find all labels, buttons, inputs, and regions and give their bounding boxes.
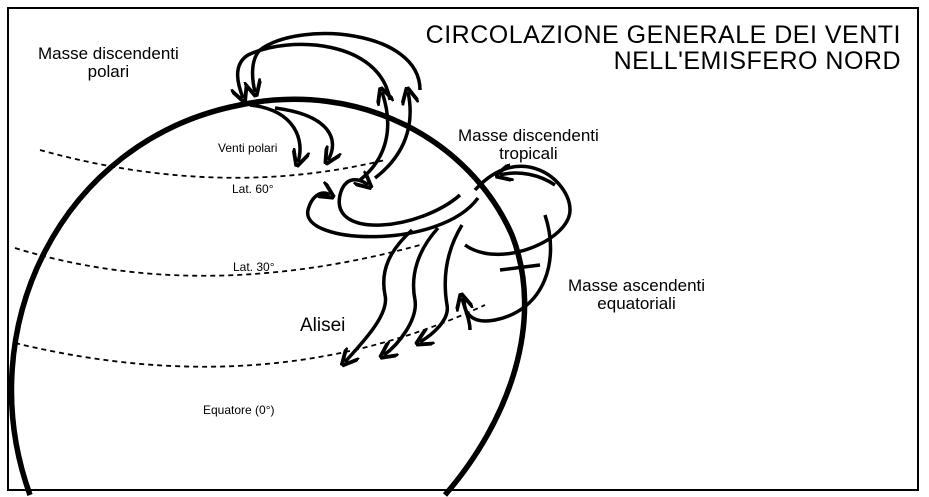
label-equatorial-ascending: Masse ascendenti equatoriali [568, 277, 705, 313]
label-equatorial-ascending-line2: equatoriali [568, 295, 705, 313]
label-tropical-descending: Masse discendenti tropicali [458, 127, 599, 163]
latitude-60-line [40, 150, 385, 178]
latitude-30-line [15, 245, 420, 276]
polar-rise-arrow-2 [375, 92, 410, 178]
label-equatorial-ascending-line1: Masse ascendenti [568, 277, 705, 295]
label-equator: Equatore (0°) [203, 404, 275, 417]
label-tropical-descending-line2: tropicali [458, 145, 599, 163]
ferrel-loop-1 [339, 180, 460, 225]
label-polar-winds: Venti polari [218, 142, 277, 155]
label-polar-descending-line2: polari [38, 63, 179, 81]
diagram-title: CIRCOLAZIONE GENERALE DEI VENTI NELL'EMI… [426, 22, 901, 75]
trade-wind-arrow-1 [345, 230, 412, 362]
polar-rise-arrow-1 [360, 92, 388, 180]
label-polar-descending-line1: Masse discendenti [38, 45, 179, 63]
title-line-1: CIRCOLAZIONE GENERALE DEI VENTI [426, 22, 901, 48]
label-trade-winds: Alisei [300, 316, 345, 336]
tropical-descending-arrow [465, 166, 570, 254]
label-lat-30: Lat. 30° [233, 261, 275, 274]
polar-cell-loop-outer [238, 44, 390, 100]
polar-cell-loop-inner [253, 34, 420, 92]
title-line-2: NELL'EMISFERO NORD [426, 48, 901, 74]
hadley-cell-return [500, 265, 540, 270]
label-tropical-descending-line1: Masse discendenti [458, 127, 599, 145]
label-polar-descending: Masse discendenti polari [38, 45, 179, 81]
label-lat-60: Lat. 60° [232, 183, 274, 196]
